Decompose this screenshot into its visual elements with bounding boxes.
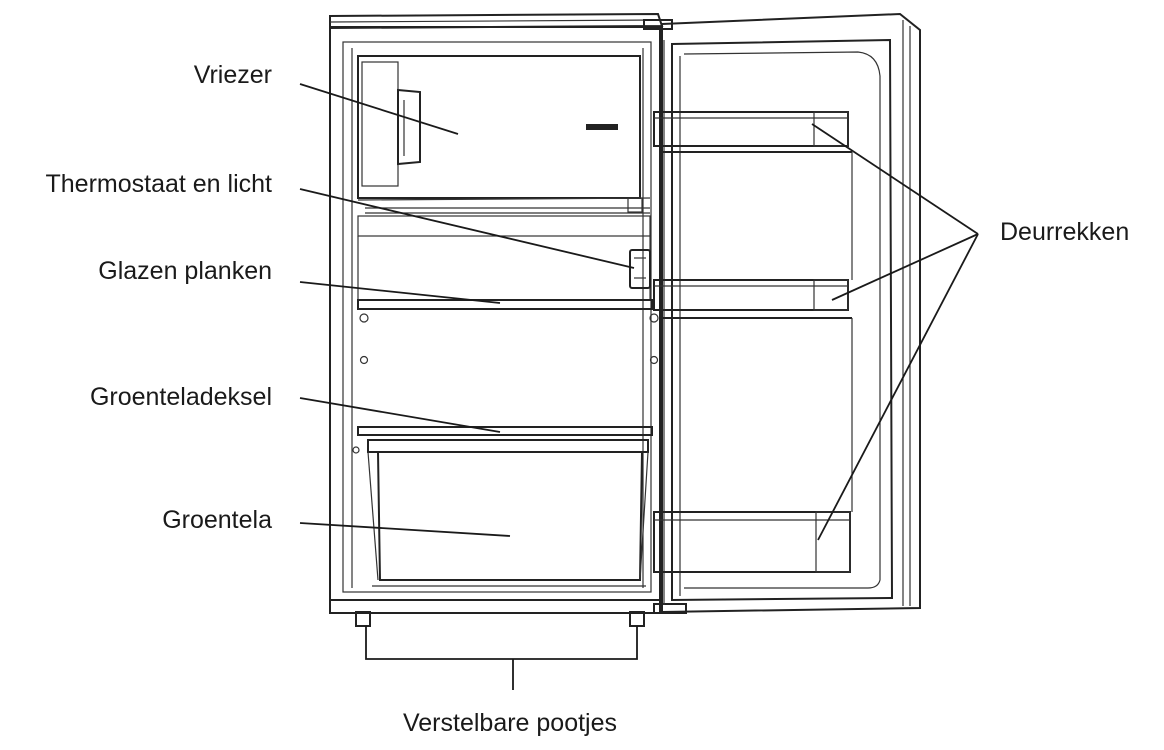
label-glass-shelves: Glazen planken bbox=[98, 257, 272, 285]
door-rack-middle bbox=[653, 279, 853, 512]
leader-line-freezer bbox=[299, 83, 459, 135]
bottom-hinge bbox=[653, 603, 687, 614]
label-crisper-cover: Groenteladeksel bbox=[90, 383, 272, 411]
open-door bbox=[661, 12, 921, 614]
adjustable-feet bbox=[355, 611, 645, 627]
feet-bracket bbox=[365, 626, 638, 660]
thermostat-unit bbox=[629, 249, 651, 289]
label-freezer: Vriezer bbox=[194, 61, 272, 89]
door-rack-top bbox=[653, 111, 853, 280]
crisper-cover bbox=[352, 426, 653, 454]
label-crisper: Groentela bbox=[162, 506, 272, 534]
label-thermostat: Thermostaat en licht bbox=[46, 170, 273, 198]
fridge-cabinet bbox=[329, 26, 661, 614]
freezer-compartment bbox=[357, 55, 651, 214]
labels: Vriezer Thermostaat en licht Glazen plan… bbox=[46, 61, 1130, 737]
fridge-drawing bbox=[329, 12, 921, 627]
leader-line-door-rack-middle bbox=[831, 233, 979, 301]
leader-line-crisper-cover bbox=[299, 397, 501, 433]
freezer-logo-mark bbox=[586, 124, 618, 130]
leader-lines bbox=[299, 83, 979, 690]
leader-line-thermostat bbox=[299, 188, 635, 269]
leader-line-glass-shelves bbox=[299, 281, 501, 304]
leader-line-door-rack-top bbox=[811, 123, 979, 235]
label-door-racks: Deurrekken bbox=[1000, 218, 1129, 246]
leader-line-door-rack-bottom bbox=[817, 233, 979, 541]
crisper-drawer bbox=[367, 439, 649, 587]
glass-shelf bbox=[357, 299, 659, 365]
door-rack-bottom bbox=[653, 511, 851, 573]
label-adjustable-feet: Verstelbare pootjes bbox=[403, 709, 617, 737]
leader-line-crisper bbox=[299, 522, 511, 537]
